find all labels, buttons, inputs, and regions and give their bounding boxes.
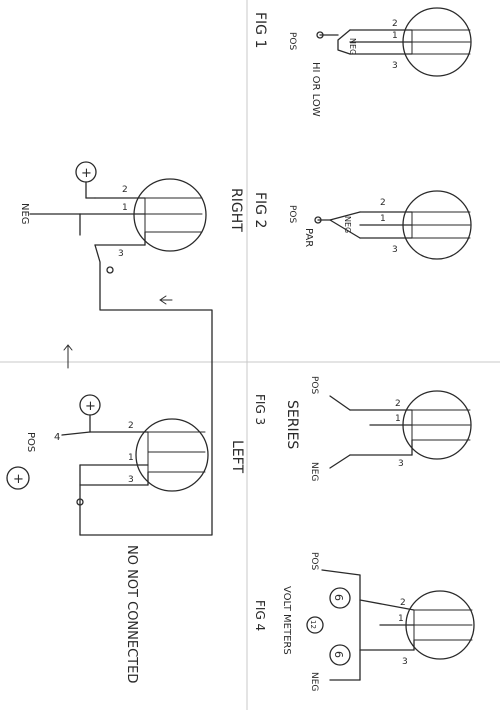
- right-terminal-2: 2: [122, 185, 128, 195]
- fig2-terminal-3: 3: [392, 245, 398, 255]
- fig2-neg-label: NEG: [343, 216, 352, 233]
- fig1-neg-label: NEG: [348, 38, 357, 55]
- fig4-neg-label: NEG: [309, 672, 319, 691]
- fig4-volt-meter-lower: [329, 644, 351, 666]
- fig2-pos-label: POS: [287, 205, 297, 224]
- figure-2: 2 1 3 NEG POS PAR FIG 2: [252, 190, 472, 260]
- left-outside-positive-marker: [6, 466, 30, 490]
- left-outside-plus-symbol: +: [13, 472, 24, 487]
- fig3-neg-label: NEG: [309, 462, 319, 481]
- left-terminal-1: 1: [128, 453, 134, 463]
- left-lead-number: 4: [54, 432, 60, 443]
- fig3-subtitle: SERIES: [284, 400, 300, 449]
- fig3-terminal-1: 1: [395, 414, 401, 424]
- right-neg-label: NEG: [19, 203, 30, 225]
- fig2-terminal-1: 1: [380, 214, 386, 224]
- fig1-terminal-1: 1: [392, 31, 398, 41]
- fig4-volt-meter-center: [306, 616, 324, 634]
- fig4-center-value: 12: [309, 620, 317, 629]
- fig3-pos-label: POS: [309, 376, 319, 395]
- left-terminal-2: 2: [128, 421, 134, 431]
- fig1-subtitle: HI OR LOW: [310, 62, 321, 117]
- fig4-terminal-2: 2: [400, 598, 406, 608]
- fig2-caption: FIG 2: [252, 192, 268, 228]
- not-connected-label: NO NOT CONNECTED: [124, 545, 139, 683]
- fig1-terminal-3: 3: [392, 61, 398, 71]
- fig4-volt-meter-upper: [329, 587, 351, 609]
- right-motor-circle: [133, 178, 207, 252]
- left-plus-symbol: +: [85, 399, 96, 414]
- right-left-wiring: 2 1 3 + NEG RIGHT 2 1 3 + 4 POS: [6, 161, 245, 683]
- figure-1: 2 1 3 NEG POS HI OR LOW FIG 1: [252, 7, 472, 117]
- fig4-meter-lower-value: 6: [332, 651, 345, 658]
- fig4-terminal-1: 1: [398, 614, 404, 624]
- figure-3: 2 1 3 POS NEG SERIES FIG 3: [253, 376, 472, 481]
- fig1-terminal-2: 2: [392, 19, 398, 29]
- fig3-terminal-3: 3: [398, 459, 404, 469]
- right-label: RIGHT: [228, 188, 244, 232]
- fig4-pos-label: POS: [309, 552, 319, 571]
- fig1-pos-label: POS: [287, 32, 297, 51]
- fig3-terminal-2: 2: [395, 399, 401, 409]
- fig4-caption: FIG 4: [253, 600, 267, 631]
- left-pos-label: POS: [25, 432, 36, 452]
- right-plus-symbol: +: [81, 166, 92, 181]
- figure-4: 6 12 6 2 1 3 POS NEG VOLT METERS FIG 4: [253, 552, 475, 691]
- fig3-caption: FIG 3: [253, 394, 267, 425]
- right-terminal-1: 1: [122, 203, 128, 213]
- fig2-subtitle: PAR: [303, 228, 314, 247]
- fig4-meter-upper-value: 6: [332, 594, 345, 601]
- left-motor-circle: [135, 418, 209, 492]
- fig4-subtitle: VOLT METERS: [281, 586, 292, 655]
- left-terminal-3: 3: [128, 475, 134, 485]
- fig1-caption: FIG 1: [252, 12, 268, 48]
- left-label: LEFT: [229, 440, 245, 473]
- fig2-terminal-2: 2: [380, 198, 386, 208]
- series-loop-wire: [79, 244, 213, 536]
- right-terminal-3: 3: [118, 249, 124, 259]
- fig4-terminal-3: 3: [402, 657, 408, 667]
